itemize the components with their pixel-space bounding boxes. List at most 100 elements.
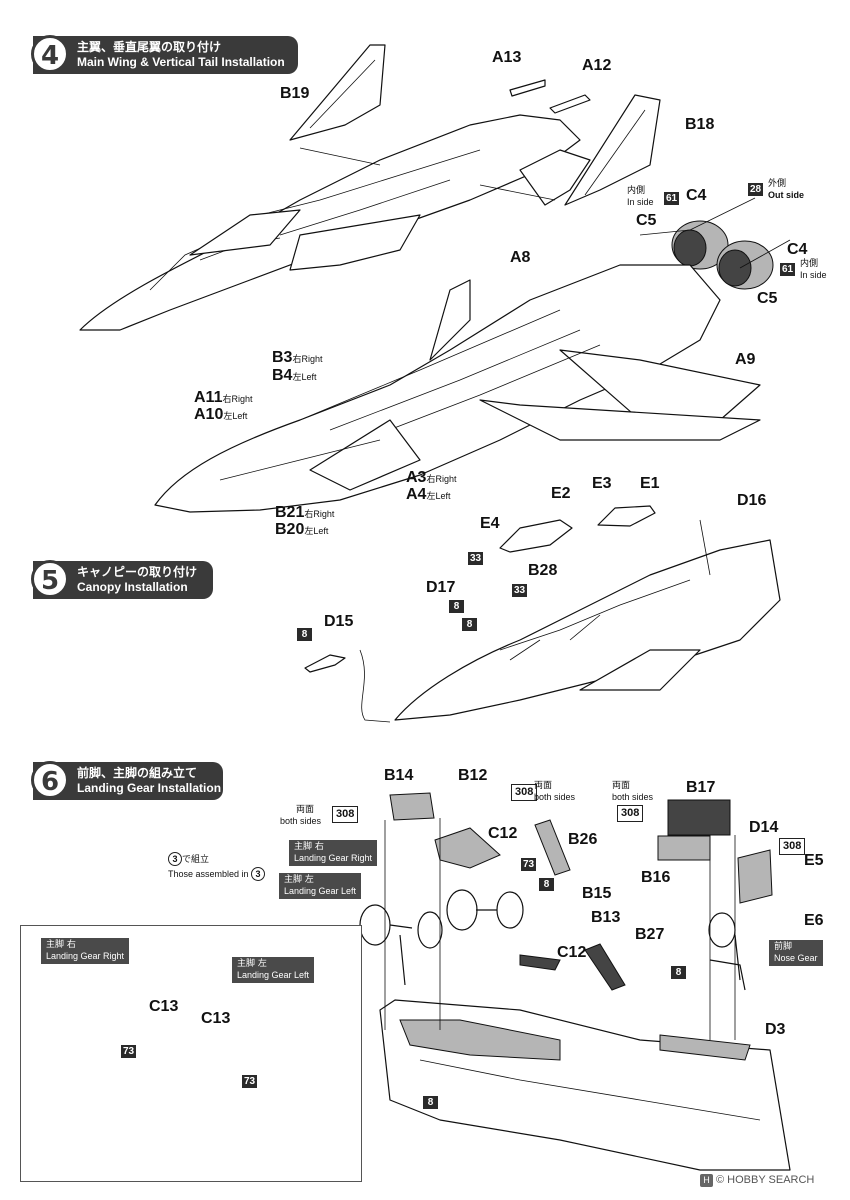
detail-part-label-c13-right: C13	[149, 998, 179, 1015]
part-label-b26: B26	[568, 831, 598, 848]
part-label-e6: E6	[804, 912, 824, 929]
part-label-a10: A10左Left	[194, 406, 248, 423]
both-sides-note-ja-b26: 両面	[534, 781, 553, 791]
part-label-b17: B17	[686, 779, 716, 796]
color-code-33-b: 33	[512, 584, 528, 597]
both-sides-note-en-b17: both sides	[612, 792, 654, 802]
step-4-title-ja: 主翼、垂直尾翼の取り付け	[77, 40, 222, 54]
part-label-c12-bottom: C12	[557, 944, 587, 961]
part-label-b21: B21右Right	[275, 504, 335, 521]
door-b16-drawing	[657, 835, 711, 861]
detail-color-code-73-left: 73	[242, 1075, 258, 1088]
part-a12-drawing	[549, 94, 591, 114]
part-label-b27: B27	[635, 926, 665, 943]
part-label-a3: A3右Right	[406, 469, 457, 486]
color-code-8-b26: 8	[539, 878, 554, 891]
part-label-d14: D14	[749, 819, 779, 836]
part-label-b15: B15	[582, 885, 612, 902]
step-5-banner: 5 キャノピーの取り付け Canopy Installation	[31, 560, 213, 599]
part-a13-drawing	[509, 79, 546, 97]
step-5-title-ja: キャノピーの取り付け	[77, 565, 198, 579]
part-label-a11: A11右Right	[194, 389, 253, 406]
nozzle-left	[671, 220, 729, 270]
part-label-b20: B20左Left	[275, 521, 329, 538]
part-label-c5-left: C5	[636, 212, 657, 229]
part-label-b12: B12	[458, 767, 488, 784]
part-label-d16: D16	[737, 492, 767, 509]
part-label-a12: A12	[582, 57, 612, 74]
assembled-note-ja: で組立	[182, 855, 210, 865]
part-d14-drawing	[737, 849, 773, 904]
detail-part-label-c13-left: C13	[201, 1010, 231, 1027]
gear-bay-fuselage-drawing	[379, 999, 791, 1171]
canopy-fuselage-drawing	[394, 539, 781, 721]
both-sides-note-ja-b14: 両面	[296, 805, 315, 815]
step-4-banner: 4 主翼、垂直尾翼の取り付け Main Wing & Vertical Tail…	[31, 35, 298, 74]
canopy-front-e4-drawing	[499, 519, 573, 553]
out-side-note-ja: 外側	[768, 179, 787, 189]
part-label-e1: E1	[640, 475, 660, 492]
color-code-308-d14: 308	[779, 838, 806, 855]
lower-fuselage-drawing	[154, 264, 761, 513]
in-side-note-en-right: In side	[800, 270, 827, 280]
watermark: H© HOBBY SEARCH	[700, 1174, 814, 1187]
step-6-title-ja: 前脚、主脚の組み立て	[77, 766, 198, 780]
part-label-b18: B18	[685, 116, 715, 133]
part-label-b14: B14	[384, 767, 414, 784]
both-sides-note-en-b14: both sides	[280, 816, 322, 826]
part-label-c4-left: C4	[686, 187, 707, 204]
assembled-note-en-row: Those assembled in 3	[168, 867, 266, 881]
part-label-e4: E4	[480, 515, 500, 532]
color-code-308-b14: 308	[332, 806, 359, 823]
main-wheel-left-drawing	[359, 904, 443, 986]
part-label-d3: D3	[765, 1021, 786, 1038]
color-code-308-b16: 308	[617, 805, 644, 822]
part-label-b13: B13	[591, 909, 621, 926]
part-label-a13: A13	[492, 49, 522, 66]
part-label-d15: D15	[324, 613, 354, 630]
door-b14-drawing	[389, 792, 435, 821]
color-code-8-b28: 8	[462, 618, 477, 631]
color-code-8-d17: 8	[449, 600, 464, 613]
step-6-title-en: Landing Gear Installation	[77, 781, 222, 795]
part-label-c12-top: C12	[488, 825, 518, 842]
part-label-e5: E5	[804, 852, 824, 869]
out-side-note-en: Out side	[768, 190, 805, 200]
door-b12-drawing	[434, 827, 501, 869]
part-label-b4: B4左Left	[272, 367, 317, 384]
step-6-number: 6	[31, 761, 69, 799]
step-6-banner: 6 前脚、主脚の組み立て Landing Gear Installation	[31, 761, 223, 800]
door-b17-drawing	[667, 799, 731, 836]
door-b15-drawing	[519, 954, 561, 971]
color-code-61-inside: 61	[664, 192, 680, 205]
part-label-a9: A9	[735, 351, 756, 368]
both-sides-note-en-b26: both sides	[534, 792, 576, 802]
step-5-number: 5	[31, 560, 69, 598]
part-label-b16: B16	[641, 869, 671, 886]
color-code-8-d15: 8	[297, 628, 312, 641]
color-code-8-bay: 8	[423, 1096, 438, 1109]
hobby-search-logo-icon: H	[700, 1174, 713, 1187]
part-label-a8: A8	[510, 249, 531, 266]
step-5-title-en: Canopy Installation	[77, 580, 188, 594]
color-code-28: 28	[748, 183, 764, 196]
canopy-rear-e1-drawing	[597, 505, 656, 527]
assembled-ref-step: 3	[168, 852, 182, 866]
both-sides-note-ja-b17: 両面	[612, 781, 631, 791]
step-4-number: 4	[31, 35, 69, 73]
in-side-note-en: In side	[627, 197, 654, 207]
door-b27-drawing	[584, 943, 626, 991]
vertical-tail-right	[564, 94, 661, 206]
door-b26-drawing	[534, 819, 571, 876]
part-d15-drawing	[304, 654, 346, 673]
main-wheel-right-drawing	[446, 889, 524, 931]
part-label-c4-right: C4	[787, 241, 808, 258]
